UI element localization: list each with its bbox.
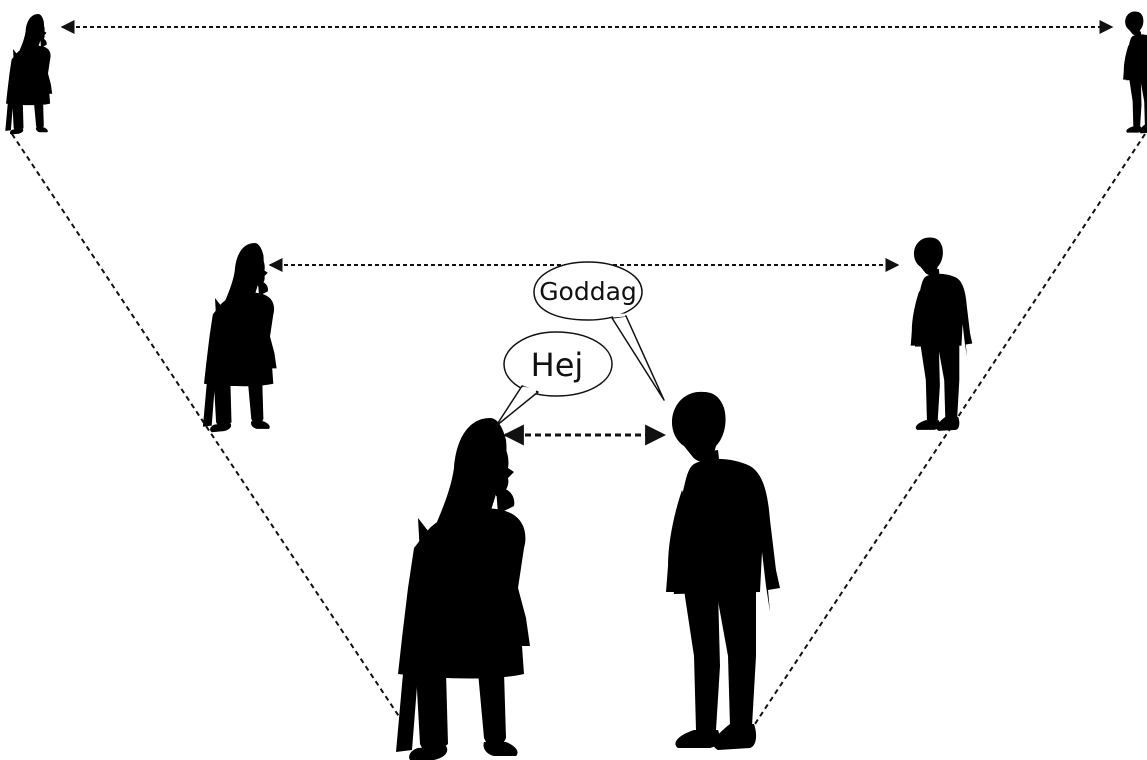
right-perspective-line — [746, 133, 1146, 737]
speech-text-hej: Hej — [531, 346, 584, 384]
speech-bubble-goddag: Goddag — [533, 261, 665, 401]
perspective-lines — [11, 133, 1146, 737]
speech-text-goddag: Goddag — [539, 277, 637, 306]
speech-bubble-hej: Hej — [495, 331, 613, 427]
distance-arrows — [60, 20, 1114, 446]
left-perspective-line — [11, 133, 413, 737]
